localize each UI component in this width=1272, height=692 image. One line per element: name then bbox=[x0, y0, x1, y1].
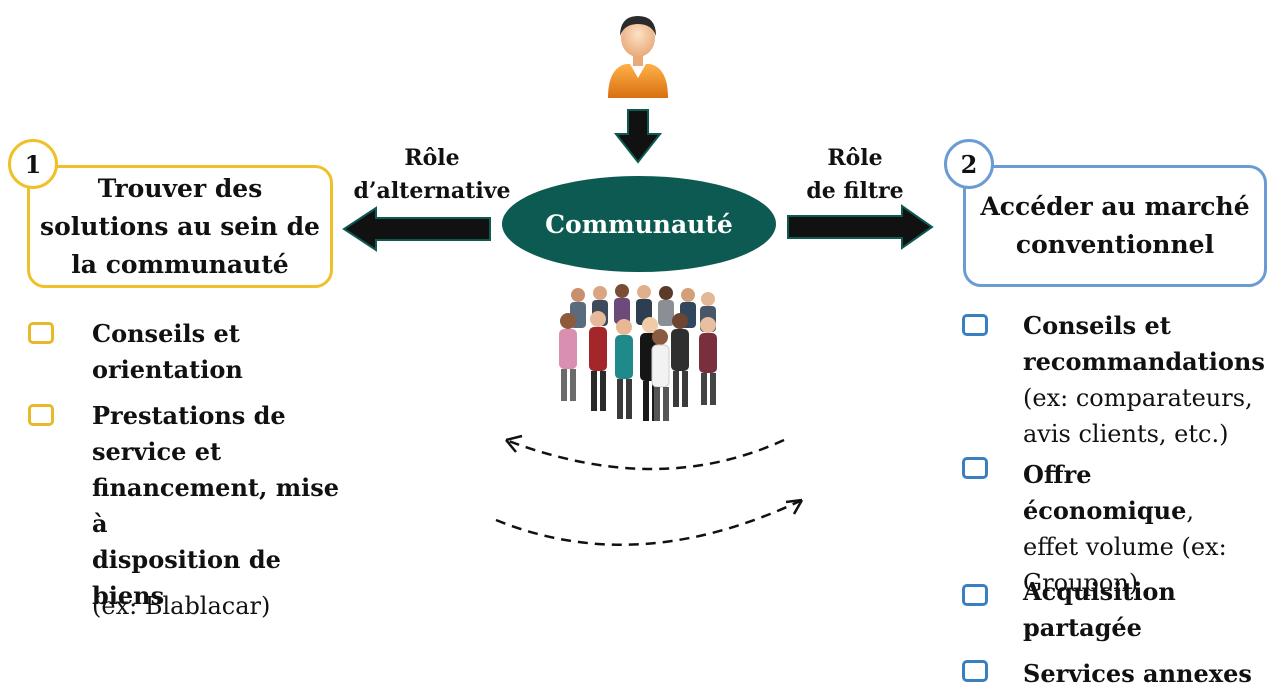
right-item-3-line: partagée bbox=[1023, 613, 1142, 642]
right-item-2-line: effet volume (ex: bbox=[1023, 533, 1227, 561]
right-item-2-bold: Offre économique bbox=[1023, 460, 1187, 525]
right-title-line: Accéder au marché bbox=[980, 192, 1250, 221]
right-item-1-line: (ex: comparateurs, bbox=[1023, 384, 1253, 412]
checkbox-icon bbox=[962, 314, 988, 336]
role-filter-label: Rôle de filtre bbox=[790, 142, 920, 208]
right-title-line: conventionnel bbox=[1015, 230, 1215, 259]
community-label: Communauté bbox=[545, 209, 733, 239]
left-item-2-line: service et bbox=[92, 437, 222, 466]
arrow-left-icon bbox=[342, 206, 491, 252]
right-item-2-line: Groupon) bbox=[1023, 569, 1139, 597]
badge-1-number: 1 bbox=[24, 149, 42, 179]
right-item-3: Acquisition partagée bbox=[1023, 574, 1268, 646]
left-item-2-line: Prestations de bbox=[92, 401, 286, 430]
right-item-1-line: Conseils et bbox=[1023, 311, 1171, 340]
people-middle-row bbox=[559, 311, 717, 411]
right-item-2: Offre économique, effet volume (ex: Grou… bbox=[1023, 457, 1268, 601]
role-right-line1: Rôle bbox=[827, 145, 883, 171]
role-alternative-label: Rôle d’alternative bbox=[346, 142, 518, 208]
right-item-2-comma: , bbox=[1186, 497, 1194, 525]
arrow-right-icon bbox=[787, 204, 934, 250]
right-item-3-line: Acquisition bbox=[1023, 577, 1176, 606]
left-item-2-line: biens bbox=[92, 581, 165, 610]
left-item-1-line: Conseils et bbox=[92, 319, 240, 348]
badge-2-number: 2 bbox=[960, 149, 978, 179]
people-front-row bbox=[615, 317, 670, 421]
left-item-2-line: disposition de bbox=[92, 545, 281, 574]
right-item-4: Services annexes bbox=[1023, 656, 1268, 692]
arrow-down-icon bbox=[614, 109, 662, 164]
people-back-row bbox=[570, 284, 716, 332]
dashed-curved-arrows bbox=[495, 434, 804, 546]
left-title-line: la communauté bbox=[71, 249, 289, 279]
left-example: (ex: Blablacar) bbox=[92, 588, 270, 624]
left-item-2-line: financement, mise à bbox=[92, 473, 339, 538]
checkbox-icon bbox=[28, 404, 54, 426]
user-icon bbox=[608, 16, 668, 98]
checkbox-icon bbox=[962, 584, 988, 606]
right-item-1-line: avis clients, etc.) bbox=[1023, 420, 1229, 448]
left-item-2: Prestations de service et financement, m… bbox=[92, 398, 362, 614]
checkbox-icon bbox=[962, 457, 988, 479]
left-item-1-line: orientation bbox=[92, 355, 243, 384]
left-example-text: (ex: Blablacar) bbox=[92, 592, 271, 620]
number-badge-2: 2 bbox=[944, 139, 994, 189]
checkbox-icon bbox=[28, 322, 54, 344]
right-panel-box: Accéder au marché conventionnel bbox=[963, 165, 1267, 287]
left-item-1: Conseils et orientation bbox=[92, 316, 342, 388]
checkbox-icon bbox=[962, 660, 988, 682]
right-item-4-line: Services annexes bbox=[1023, 659, 1252, 688]
role-right-line2: de filtre bbox=[806, 178, 904, 204]
role-left-line2: d’alternative bbox=[353, 178, 511, 204]
number-badge-1: 1 bbox=[8, 139, 58, 189]
left-title-line: Trouver des bbox=[97, 173, 263, 203]
left-panel-box: Trouver des solutions au sein de la comm… bbox=[27, 165, 333, 288]
right-item-1-line: recommandations bbox=[1023, 347, 1265, 376]
community-node: Communauté bbox=[502, 176, 776, 272]
role-left-line1: Rôle bbox=[404, 145, 460, 171]
left-title-line: solutions au sein de bbox=[40, 211, 320, 241]
group-of-people-image bbox=[548, 281, 730, 435]
right-item-1: Conseils et recommandations (ex: compara… bbox=[1023, 308, 1268, 452]
